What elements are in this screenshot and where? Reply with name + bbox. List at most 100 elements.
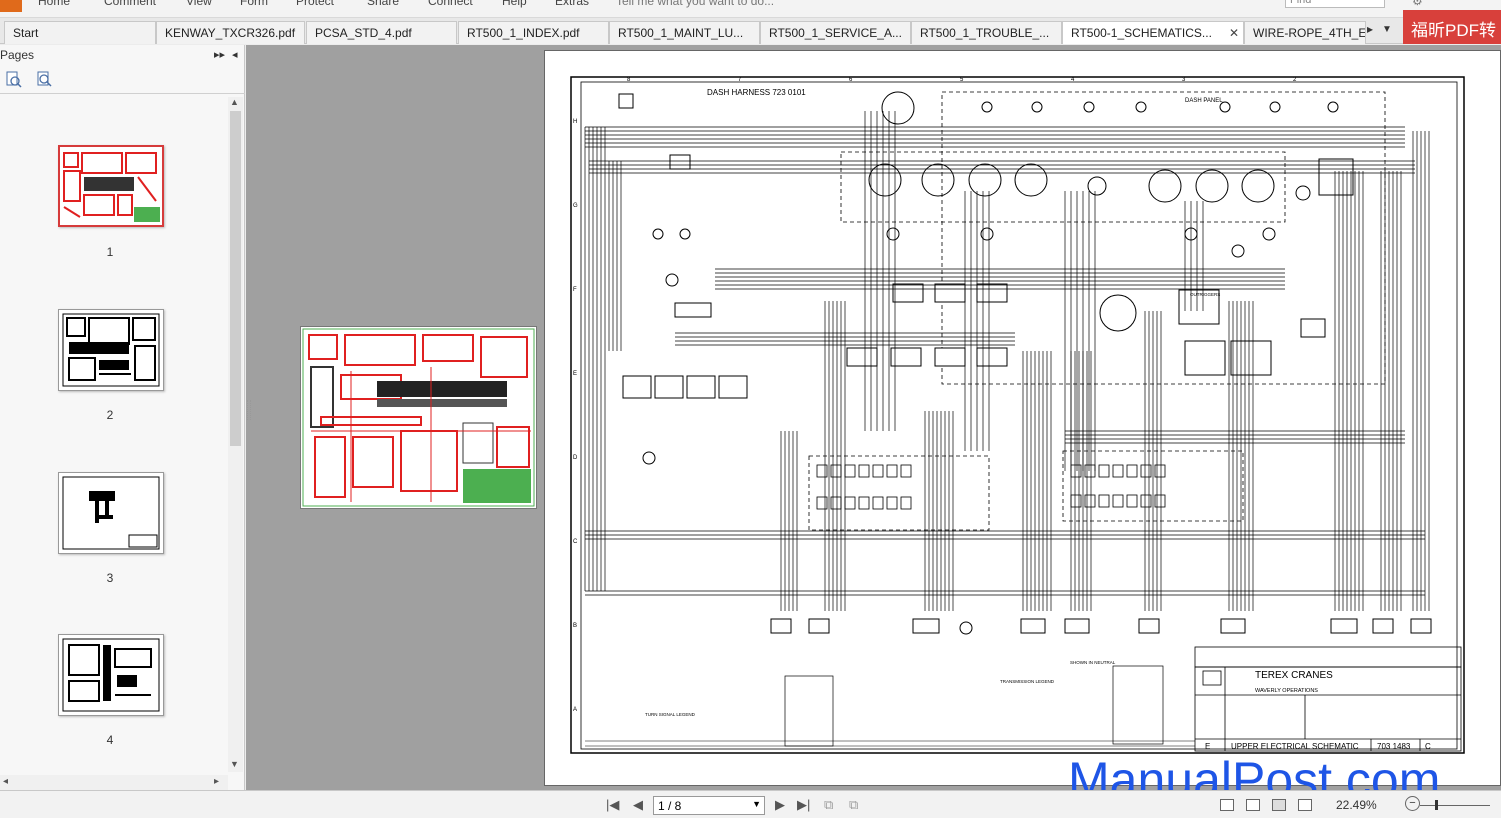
close-tab-icon[interactable]: ✕ xyxy=(1228,26,1239,40)
zoom-level[interactable]: 22.49% xyxy=(1336,798,1377,812)
menu-view[interactable]: View xyxy=(186,0,212,8)
panel-close-icon[interactable]: ◂ xyxy=(232,49,238,61)
page-thumbnail-2[interactable] xyxy=(58,309,164,391)
turn-signal-legend-title: TURN SIGNAL LEGEND xyxy=(645,712,696,717)
menu-comment[interactable]: Comment xyxy=(104,0,157,8)
fuse xyxy=(1112,464,1124,478)
ribbon-menu: Home Comment View Form Protect Share Con… xyxy=(0,0,1501,18)
scroll-left-icon[interactable]: ◂ xyxy=(3,776,9,787)
tab-kenway[interactable]: KENWAY_TXCR326.pdf xyxy=(156,21,305,44)
tab-label: WIRE-ROPE_4TH_E xyxy=(1253,26,1366,40)
thumbnail-page-number: 1 xyxy=(106,245,114,259)
page-thumbnail-4[interactable] xyxy=(58,634,164,716)
menu-help[interactable]: Help xyxy=(502,0,527,8)
fuse xyxy=(1126,494,1138,508)
row-label: F xyxy=(573,287,577,293)
continuous-facing-view-icon[interactable] xyxy=(1298,799,1312,811)
settings-gear-icon[interactable]: ⚙ xyxy=(1412,0,1423,8)
tab-rt500-trouble[interactable]: RT500_1_TROUBLE_... xyxy=(911,21,1062,44)
thumbnail-page-number: 2 xyxy=(106,408,114,422)
transmission-legend-title: TRANSMISSION LEGEND xyxy=(1000,679,1055,684)
tab-label: RT500_1_SERVICE_A... xyxy=(769,26,902,40)
drawing-size: E xyxy=(1205,742,1210,751)
find-input[interactable]: Find xyxy=(1285,0,1385,8)
zoom-out-icon[interactable]: − xyxy=(1405,796,1420,811)
last-page-icon[interactable]: ▶| xyxy=(797,797,811,812)
page-thumbnail-1[interactable] xyxy=(58,145,164,227)
column-label: 5 xyxy=(960,77,964,83)
panel-collapse-icon[interactable]: ▸▸ xyxy=(214,49,226,61)
tab-label: RT500_1_INDEX.pdf xyxy=(467,26,580,40)
harness-title: DASH HARNESS 723 0101 xyxy=(707,88,806,97)
continuous-view-icon[interactable] xyxy=(1246,799,1260,811)
fuse xyxy=(816,496,828,510)
panel-splitter-grip[interactable] xyxy=(247,400,251,420)
facing-view-icon[interactable] xyxy=(1272,799,1286,811)
scroll-right-icon[interactable]: ▸ xyxy=(214,776,220,787)
fuse xyxy=(844,496,856,510)
pages-panel: Pages ▸▸ ◂ xyxy=(0,45,245,790)
tab-scroll-right-icon[interactable]: ▸ xyxy=(1367,22,1374,36)
menu-connect[interactable]: Connect xyxy=(428,0,473,8)
tab-rt500-maint[interactable]: RT500_1_MAINT_LU... xyxy=(609,21,760,44)
column-label: 7 xyxy=(738,77,742,83)
pages-horizontal-scrollbar[interactable]: ◂ ▸ xyxy=(0,775,228,790)
column-label: 6 xyxy=(849,77,853,83)
previous-view-icon[interactable]: ⧉ xyxy=(824,797,834,812)
previous-page-icon[interactable]: ◀ xyxy=(633,797,643,812)
tab-list-dropdown-icon[interactable]: ▼ xyxy=(1382,24,1392,35)
tab-wire-rope[interactable]: WIRE-ROPE_4TH_E xyxy=(1244,21,1366,44)
pages-vertical-scrollbar[interactable]: ▲ ▼ xyxy=(228,97,243,772)
tell-me-box[interactable]: Tell me what you want to do... xyxy=(616,0,775,8)
scroll-down-icon[interactable]: ▼ xyxy=(230,759,239,769)
menu-home[interactable]: Home xyxy=(38,0,71,8)
tab-pcsa[interactable]: PCSA_STD_4.pdf xyxy=(306,21,457,44)
fuse xyxy=(1140,494,1152,508)
app-menu-button[interactable] xyxy=(0,0,22,12)
scroll-up-icon[interactable]: ▲ xyxy=(230,97,239,107)
zoom-slider-handle[interactable] xyxy=(1435,800,1438,810)
tab-rt500-schematics[interactable]: RT500-1_SCHEMATICS...✕ xyxy=(1062,21,1244,44)
company-name: TEREX CRANES xyxy=(1255,670,1333,681)
row-label: B xyxy=(573,623,577,629)
page-indicator: 1 / 8 xyxy=(658,799,682,813)
menu-form[interactable]: Form xyxy=(240,0,268,8)
zoom-slider[interactable] xyxy=(1420,805,1490,806)
column-label: 2 xyxy=(1293,77,1297,83)
fuse xyxy=(1126,464,1138,478)
scrollbar-thumb[interactable] xyxy=(230,111,241,446)
fuse xyxy=(1084,464,1096,478)
row-label: C xyxy=(573,539,578,545)
thumbnail-3-preview xyxy=(62,476,160,550)
menu-share[interactable]: Share xyxy=(367,0,400,8)
row-label: E xyxy=(573,371,577,377)
document-page-1[interactable] xyxy=(300,326,537,509)
menu-protect[interactable]: Protect xyxy=(296,0,335,8)
fuse xyxy=(830,464,842,478)
dash-panel-label: DASH PANEL xyxy=(1185,98,1223,104)
next-view-icon[interactable]: ⧉ xyxy=(849,797,859,812)
fuse xyxy=(886,464,898,478)
menu-extras[interactable]: Extras xyxy=(555,0,590,8)
single-page-view-icon[interactable] xyxy=(1220,799,1234,811)
tab-rt500-service[interactable]: RT500_1_SERVICE_A... xyxy=(760,21,911,44)
thumbnail-1-preview xyxy=(62,150,160,222)
page-number-input[interactable]: 1 / 8 ▼ xyxy=(653,796,765,815)
column-label: 3 xyxy=(1182,77,1186,83)
page-1-schematic-preview xyxy=(302,328,535,507)
next-page-icon[interactable]: ▶ xyxy=(775,797,785,812)
zoom-thumbnails-icon[interactable] xyxy=(34,69,54,89)
fuse xyxy=(844,464,856,478)
fuse xyxy=(1112,494,1124,508)
row-label: G xyxy=(573,203,578,209)
brand-banner[interactable]: 福昕PDF转 xyxy=(1403,10,1501,44)
tab-start[interactable]: Start xyxy=(4,21,156,44)
first-page-icon[interactable]: |◀ xyxy=(606,797,620,812)
page-thumbnail-3[interactable] xyxy=(58,472,164,554)
tab-rt500-index[interactable]: RT500_1_INDEX.pdf xyxy=(458,21,609,44)
page-dropdown-icon[interactable]: ▼ xyxy=(752,799,761,809)
page-options-icon[interactable] xyxy=(3,69,23,89)
thumbnail-page-number: 4 xyxy=(106,733,114,747)
